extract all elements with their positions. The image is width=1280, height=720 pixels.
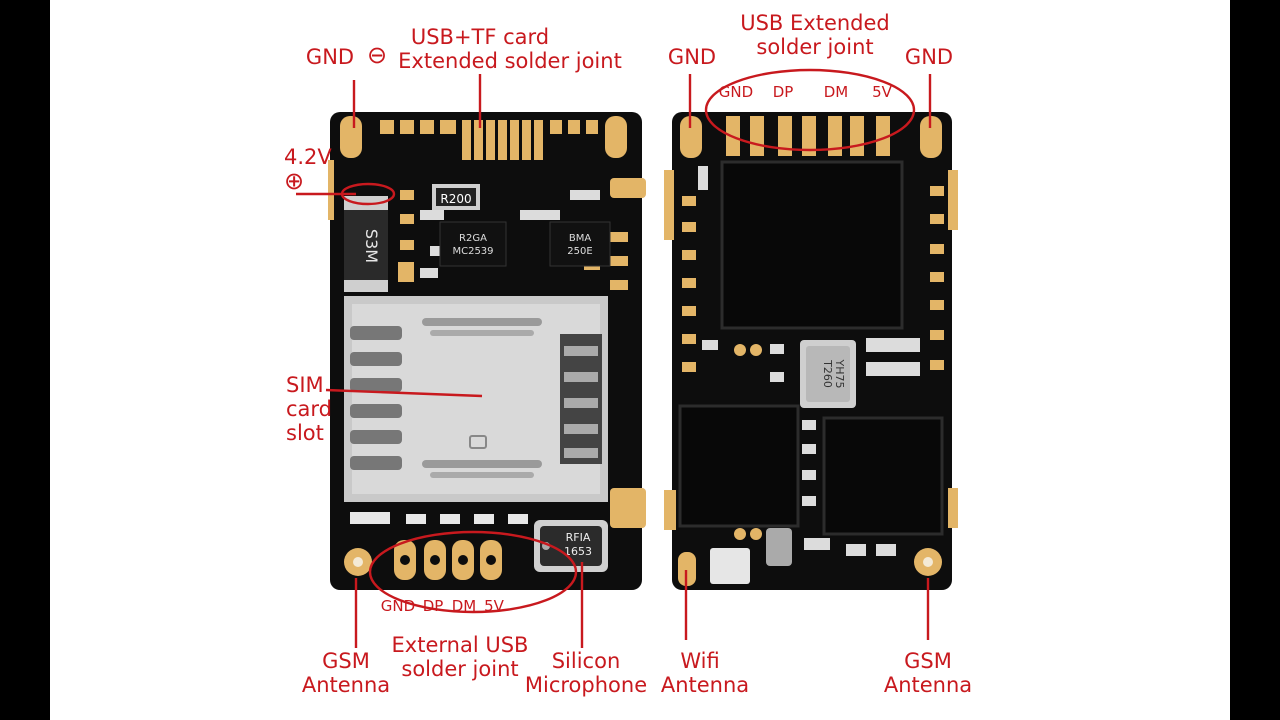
s3m-marking: S3M (362, 229, 381, 263)
rfia-line1: RFIA (566, 531, 591, 544)
right-gnd-right-label: GND (904, 45, 954, 69)
plus-symbol: ⊕ (284, 167, 305, 195)
wifi-label-line2: Antenna (660, 673, 750, 697)
mic-label-line2: Microphone (524, 673, 648, 697)
minus-symbol: ⊖ (366, 41, 388, 69)
pin-gnd-label: GND (380, 597, 416, 615)
boards-figure: S3M R200 R2GA MC2539 BMA 250E (296, 68, 958, 648)
wifi-label-line1: Wifi (680, 649, 720, 673)
usb-tf-label-line1: USB+TF card (410, 25, 550, 49)
usb-ext-label-line1: USB Extended (740, 11, 890, 35)
annotation-lines (296, 68, 932, 648)
mic-label-line1: Silicon (551, 649, 621, 673)
bma-line2: 250E (567, 246, 592, 257)
top-dm-label: DM (823, 83, 849, 101)
top-dp-label: DP (772, 83, 794, 101)
right-board: T260 YH75 (664, 112, 958, 590)
usb-ext-label-line2: solder joint (756, 35, 874, 59)
ext-usb-label-line1: External USB (391, 633, 529, 657)
sim-label-line1: SIM (286, 373, 324, 397)
top-5v-label: 5V (872, 83, 892, 101)
left-board: S3M R200 R2GA MC2539 BMA 250E (328, 112, 646, 590)
product-image: S3M R200 R2GA MC2539 BMA 250E (50, 0, 1230, 720)
sim-label-line2: card (286, 397, 333, 421)
crystal-line1: T260 (821, 359, 834, 388)
sim-label-line3: slot (286, 421, 324, 445)
ext-usb-label-line2: solder joint (401, 657, 519, 681)
usb-tf-label-line2: Extended solder joint (398, 49, 622, 73)
pin-dm-label: DM (451, 597, 477, 615)
pin-dp-label: DP (422, 597, 444, 615)
gsm-left-label-line2: Antenna (301, 673, 391, 697)
voltage-label: 4.2V (284, 145, 332, 169)
left-gnd-label: GND (305, 45, 355, 69)
bma-line1: BMA (569, 233, 591, 244)
rfia-line2: 1653 (564, 545, 592, 558)
top-gnd-label: GND (718, 83, 754, 101)
gsm-left-label-line1: GSM (322, 649, 370, 673)
r2ga-line1: R2GA (459, 233, 487, 244)
sim-card-slot (344, 296, 608, 502)
right-gnd-left-label: GND (667, 45, 717, 69)
r2ga-line2: MC2539 (452, 246, 493, 257)
gsm-right-label-line1: GSM (904, 649, 952, 673)
r200-marking: R200 (440, 192, 471, 206)
crystal-line2: YH75 (833, 359, 846, 389)
gsm-right-label-line2: Antenna (883, 673, 973, 697)
pin-5v-label: 5V (484, 597, 504, 615)
